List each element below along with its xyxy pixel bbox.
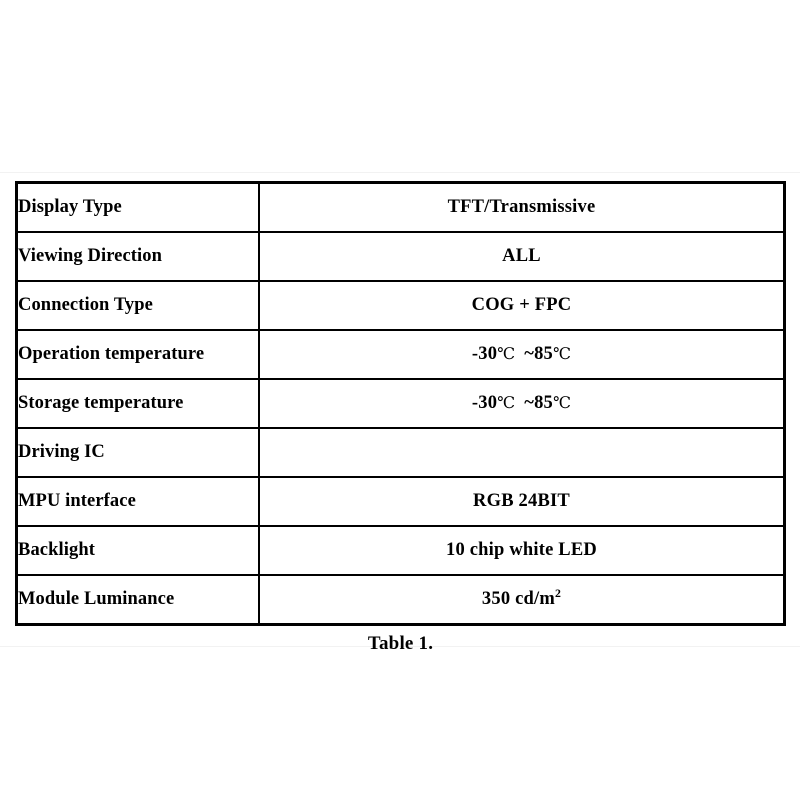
value-driving-ic	[258, 427, 786, 478]
storage-temperature-min: -30	[471, 392, 498, 413]
table-row: Connection Type COG + FPC	[15, 280, 786, 331]
parameter-backlight: Backlight	[15, 525, 260, 576]
parameter-storage-temperature: Storage temperature	[15, 378, 260, 429]
operation-temperature-min: -30	[471, 343, 498, 364]
value-operation-temperature: -30℃~85℃	[258, 329, 786, 380]
value-storage-temperature: -30℃~85℃	[258, 378, 786, 429]
table-caption: Table 1.	[367, 633, 434, 654]
scan-artifact-top	[0, 172, 800, 173]
table-row: Module Luminance 350 cd/m2	[15, 574, 786, 626]
specification-table: Display Type TFT/Transmissive Viewing Di…	[15, 181, 786, 626]
operation-temperature-min-unit: ℃	[497, 345, 516, 363]
scan-artifact-bottom	[0, 646, 800, 647]
storage-temperature-min-unit: ℃	[497, 394, 516, 412]
value-connection-type: COG + FPC	[258, 280, 786, 331]
value-mpu-interface: RGB 24BIT	[258, 476, 786, 527]
value-module-luminance: 350 cd/m2	[258, 574, 786, 626]
parameter-module-luminance: Module Luminance	[15, 574, 260, 626]
table-row: Storage temperature -30℃~85℃	[15, 378, 786, 429]
storage-temperature-max-unit: ℃	[553, 394, 572, 412]
document-sheet: Display Type TFT/Transmissive Viewing Di…	[15, 181, 786, 655]
value-display-type: TFT/Transmissive	[258, 181, 786, 233]
table-body: Display Type TFT/Transmissive Viewing Di…	[15, 181, 786, 626]
parameter-mpu-interface: MPU interface	[15, 476, 260, 527]
table-row: Viewing Direction ALL	[15, 231, 786, 282]
value-viewing-direction: ALL	[258, 231, 786, 282]
operation-temperature-max-unit: ℃	[553, 345, 572, 363]
table-row: Backlight 10 chip white LED	[15, 525, 786, 576]
operation-temperature-max: ~85	[524, 343, 553, 364]
value-backlight: 10 chip white LED	[258, 525, 786, 576]
table-row: Display Type TFT/Transmissive	[15, 181, 786, 233]
parameter-display-type: Display Type	[15, 181, 260, 233]
parameter-viewing-direction: Viewing Direction	[15, 231, 260, 282]
table-row: Driving IC	[15, 427, 786, 478]
parameter-operation-temperature: Operation temperature	[15, 329, 260, 380]
module-luminance-exponent: 2	[554, 585, 562, 600]
table-row: MPU interface RGB 24BIT	[15, 476, 786, 527]
table-row: Operation temperature -30℃~85℃	[15, 329, 786, 380]
parameter-driving-ic: Driving IC	[15, 427, 260, 478]
storage-temperature-max: ~85	[524, 392, 553, 413]
module-luminance-number: 350 cd/m	[481, 588, 555, 609]
parameter-connection-type: Connection Type	[15, 280, 260, 331]
